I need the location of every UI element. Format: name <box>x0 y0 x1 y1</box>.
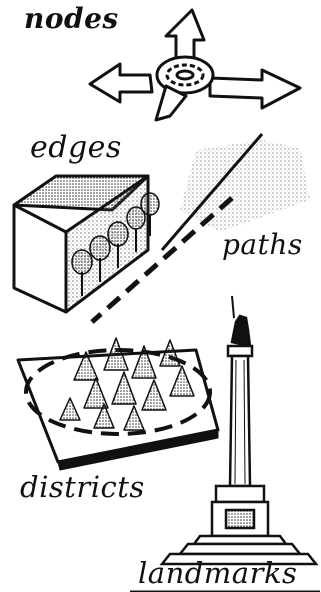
forest-district-icon <box>18 338 218 470</box>
wall-with-trees-icon <box>14 176 159 312</box>
crossroads-arrows-icon <box>90 10 300 120</box>
label-paths: paths <box>222 228 303 261</box>
label-landmarks: landmarks <box>138 556 297 590</box>
label-edges: edges <box>30 130 122 165</box>
label-districts: districts <box>20 470 145 504</box>
label-nodes: nodes <box>24 2 119 35</box>
